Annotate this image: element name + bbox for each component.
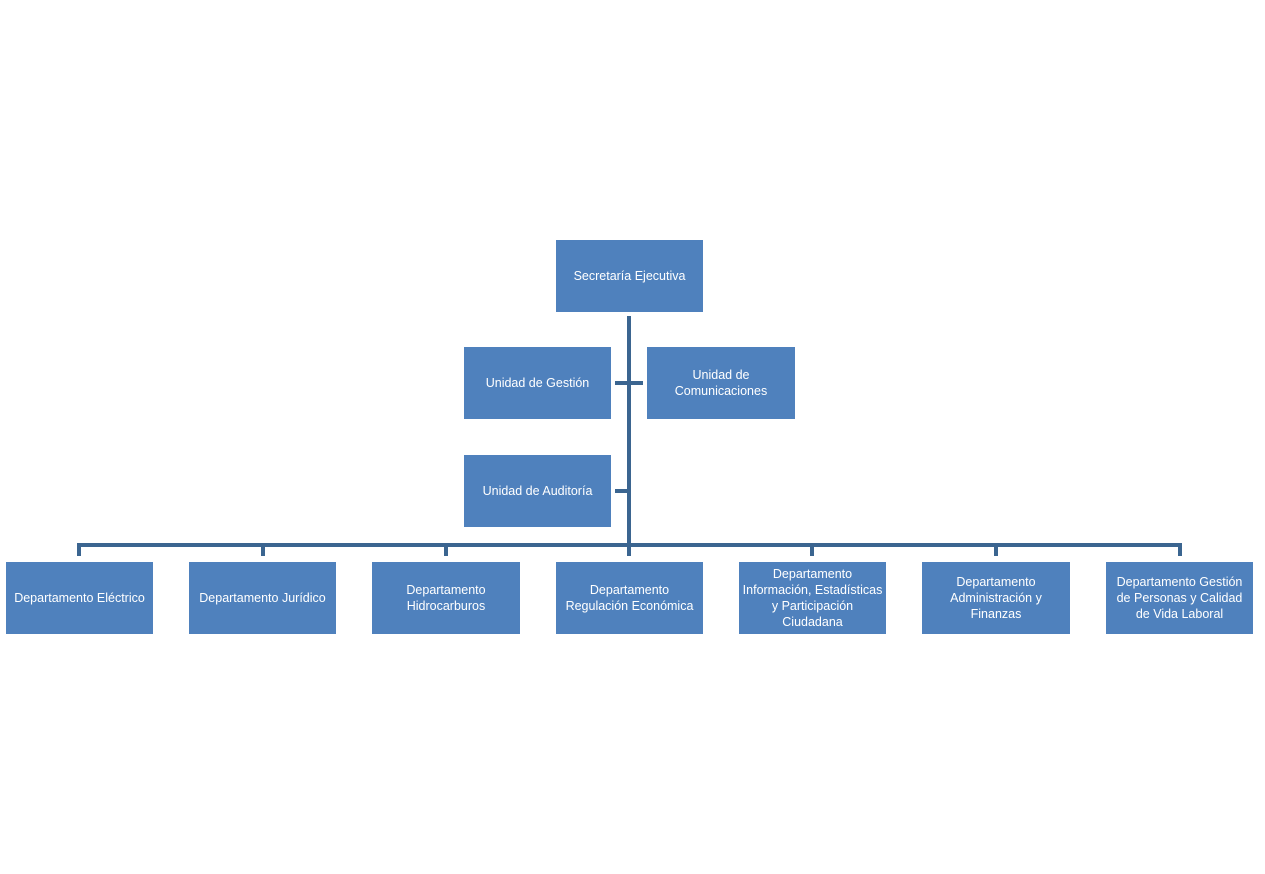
node-unidad-auditoria: Unidad de Auditoría — [464, 455, 611, 527]
department-drop-connector — [627, 543, 631, 556]
node-departamento-juridico: Departamento Jurídico — [189, 562, 336, 634]
node-unidad-comunicaciones: Unidad de Comunicaciones — [647, 347, 795, 419]
node-label: Departamento Administración y Finanzas — [950, 575, 1042, 621]
node-label: Departamento Eléctrico — [14, 591, 145, 605]
node-departamento-administracion-finanzas: Departamento Administración y Finanzas — [922, 562, 1070, 634]
node-label: Unidad de Comunicaciones — [674, 368, 768, 398]
node-label: Departamento Gestión de Personas y Calid… — [1116, 575, 1243, 621]
node-label: Departamento Jurídico — [199, 591, 326, 605]
node-label: Departamento Información, Estadísticas y… — [742, 567, 883, 629]
node-label: Departamento Regulación Económica — [565, 583, 694, 613]
node-secretaria-ejecutiva: Secretaría Ejecutiva — [556, 240, 703, 312]
node-departamento-electrico: Departamento Eléctrico — [6, 562, 153, 634]
node-label: Unidad de Auditoría — [482, 484, 593, 498]
department-drop-connector — [994, 543, 998, 556]
node-unidad-gestion: Unidad de Gestión — [464, 347, 611, 419]
node-departamento-hidrocarburos: Departamento Hidrocarburos — [372, 562, 520, 634]
node-label: Departamento Hidrocarburos — [406, 583, 486, 613]
main-vertical-connector — [627, 316, 631, 547]
node-label: Secretaría Ejecutiva — [573, 269, 686, 283]
node-departamento-regulacion-economica: Departamento Regulación Económica — [556, 562, 703, 634]
department-drop-connector — [810, 543, 814, 556]
department-drop-connector — [444, 543, 448, 556]
department-drop-connector — [1178, 543, 1182, 556]
node-label: Unidad de Gestión — [485, 376, 590, 390]
unit-gestion-connector — [615, 381, 631, 385]
department-drop-connector — [77, 543, 81, 556]
unit-comunicaciones-connector — [627, 381, 643, 385]
department-drop-connector — [261, 543, 265, 556]
node-departamento-informacion: Departamento Información, Estadísticas y… — [739, 562, 886, 634]
node-departamento-gestion-personas: Departamento Gestión de Personas y Calid… — [1106, 562, 1253, 634]
unit-auditoria-connector — [615, 489, 631, 493]
